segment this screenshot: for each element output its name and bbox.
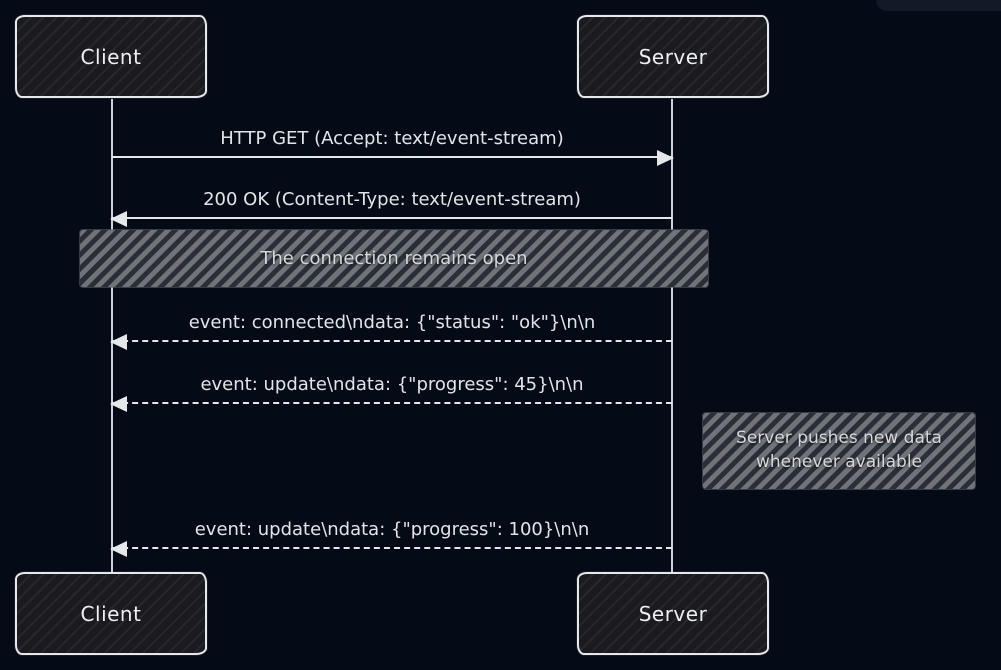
server-lifeline xyxy=(671,99,673,573)
message-http-get-label: HTTP GET (Accept: text/event-stream) xyxy=(220,128,564,149)
actor-server-top-label: Server xyxy=(638,44,708,69)
message-http-get-line xyxy=(112,150,674,166)
message-200-ok: 200 OK (Content-Type: text/event-stream) xyxy=(110,185,672,227)
actor-server-bottom-label: Server xyxy=(638,601,708,626)
arrowhead-left-icon xyxy=(110,211,127,227)
message-event-connected-line xyxy=(110,334,672,350)
message-event-connected-label: event: connected\ndata: {"status": "ok"}… xyxy=(188,312,596,333)
message-http-get: HTTP GET (Accept: text/event-stream) xyxy=(112,124,674,166)
arrowhead-left-icon xyxy=(110,396,127,412)
message-200-ok-label: 200 OK (Content-Type: text/event-stream) xyxy=(203,189,581,210)
note-connection-remains-open-text: The connection remains open xyxy=(260,248,528,269)
note-server-pushes-text: Server pushes new data whenever availabl… xyxy=(736,428,942,472)
message-200-ok-line xyxy=(110,211,672,227)
actor-server-bottom: Server xyxy=(577,572,769,655)
note-server-pushes: Server pushes new data whenever availabl… xyxy=(703,413,975,489)
message-progress-100: event: update\ndata: {"progress": 100}\n… xyxy=(110,515,672,557)
actor-client-bottom: Client xyxy=(15,572,207,655)
actor-client-top: Client xyxy=(15,15,207,98)
window-corner-artifact xyxy=(876,0,1001,11)
actor-server-top: Server xyxy=(577,15,769,98)
message-progress-100-label: event: update\ndata: {"progress": 100}\n… xyxy=(194,519,590,540)
actor-client-bottom-label: Client xyxy=(80,601,142,626)
arrowhead-left-icon xyxy=(110,334,127,350)
message-progress-45-label: event: update\ndata: {"progress": 45}\n\… xyxy=(200,374,584,395)
message-event-connected: event: connected\ndata: {"status": "ok"}… xyxy=(110,308,672,350)
arrowhead-right-icon xyxy=(657,150,674,166)
message-progress-100-line xyxy=(110,541,672,557)
actor-client-top-label: Client xyxy=(80,44,142,69)
note-connection-remains-open: The connection remains open xyxy=(80,230,708,287)
arrowhead-left-icon xyxy=(110,541,127,557)
message-progress-45: event: update\ndata: {"progress": 45}\n\… xyxy=(110,370,672,412)
message-progress-45-line xyxy=(110,396,672,412)
